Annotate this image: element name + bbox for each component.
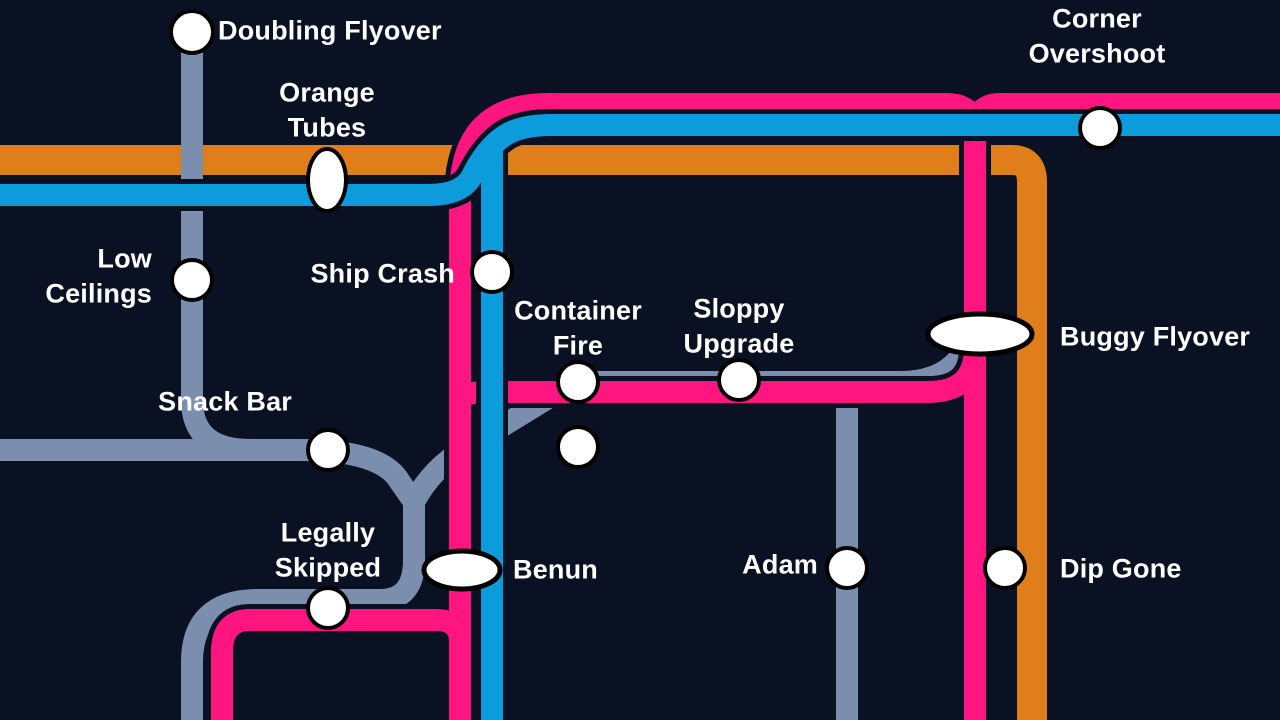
station-low-ceilings[interactable]	[170, 258, 214, 302]
station-sloppy-upgrade[interactable]	[717, 358, 761, 402]
orange-main-path	[0, 145, 1047, 720]
station-orange-tubes[interactable]	[306, 147, 348, 213]
station-adam[interactable]	[825, 546, 869, 590]
station-benun[interactable]	[421, 548, 503, 592]
station-unnamed-blue-stop[interactable]	[556, 425, 600, 469]
station-ship-crash[interactable]	[470, 250, 514, 294]
station-dip-gone[interactable]	[983, 546, 1027, 590]
stations-layer	[169, 9, 1122, 630]
station-container-fire[interactable]	[556, 360, 600, 404]
line-blue[interactable]	[0, 114, 1280, 720]
station-doubling-flyover[interactable]	[169, 9, 215, 55]
station-snack-bar[interactable]	[306, 428, 350, 472]
line-orange[interactable]	[0, 145, 1047, 720]
station-buggy-flyover[interactable]	[925, 311, 1035, 357]
station-legally-skipped[interactable]	[306, 586, 350, 630]
grey-down-path	[181, 502, 425, 720]
pink-low-path	[211, 609, 471, 720]
station-corner-overshoot[interactable]	[1078, 106, 1122, 150]
pink-mid-path	[449, 347, 986, 407]
